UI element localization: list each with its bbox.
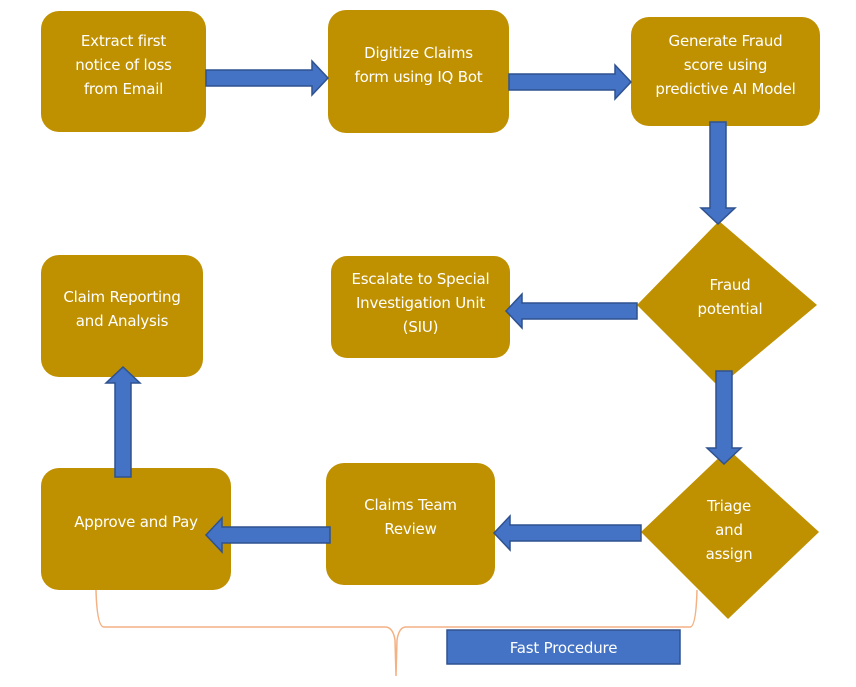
- arrow-digitize-to-fraud-score: [508, 63, 633, 101]
- node-claims-team-review: [326, 463, 495, 585]
- node-generate-fraud-score: [631, 17, 820, 126]
- node-escalate-siu: [331, 256, 510, 358]
- arrow-fraud-potential-to-triage: [705, 370, 743, 466]
- digitize-label-text: Digitize Claims form using IQ Bot: [354, 44, 483, 86]
- node-claim-reporting: [41, 255, 203, 377]
- node-digitize-claims: [328, 10, 509, 133]
- arrow-team-review-to-approve: [204, 516, 331, 554]
- node-escalate-label: Escalate to Special Investigation Unit (…: [331, 267, 510, 339]
- node-digitize-label: Digitize Claims form using IQ Bot: [328, 41, 509, 89]
- team-review-label-text: Claims Team Review: [364, 496, 457, 538]
- arrow-approve-to-reporting: [104, 365, 142, 478]
- fraud-potential-label-text: Fraud potential: [697, 276, 763, 318]
- escalate-label-text: Escalate to Special Investigation Unit (…: [351, 270, 490, 336]
- node-fraud-potential-decision: [637, 221, 817, 387]
- fast-procedure-label: Fast Procedure: [509, 639, 618, 657]
- arrow-fraud-score-to-fraud-potential: [699, 121, 737, 226]
- node-team-review-label: Claims Team Review: [326, 493, 495, 541]
- node-triage-label: Triage and assign: [669, 494, 789, 566]
- node-triage-assign-decision: [641, 449, 819, 619]
- node-fraud-score-label: Generate Fraud score using predictive AI…: [631, 29, 820, 101]
- arrow-fraud-potential-to-escalate: [504, 292, 638, 330]
- fast-procedure-brace: [95, 589, 698, 677]
- fraud-score-label-text: Generate Fraud score using predictive AI…: [655, 32, 796, 98]
- triage-label-text: Triage and assign: [705, 497, 753, 563]
- node-approve-label: Approve and Pay: [41, 510, 231, 534]
- approve-label-text: Approve and Pay: [74, 513, 198, 531]
- node-approve-and-pay: [41, 468, 231, 590]
- node-reporting-label: Claim Reporting and Analysis: [41, 285, 203, 333]
- node-extract-first-notice: [41, 11, 206, 132]
- arrow-triage-to-team-review: [492, 514, 642, 552]
- reporting-label-text: Claim Reporting and Analysis: [63, 288, 181, 330]
- extract-label-text: Extract first notice of loss from Email: [75, 32, 172, 98]
- node-fraud-potential-label: Fraud potential: [660, 273, 800, 321]
- fast-procedure-label-box: [446, 629, 681, 665]
- arrow-extract-to-digitize: [205, 59, 330, 97]
- node-extract-label: Extract first notice of loss from Email: [41, 29, 206, 101]
